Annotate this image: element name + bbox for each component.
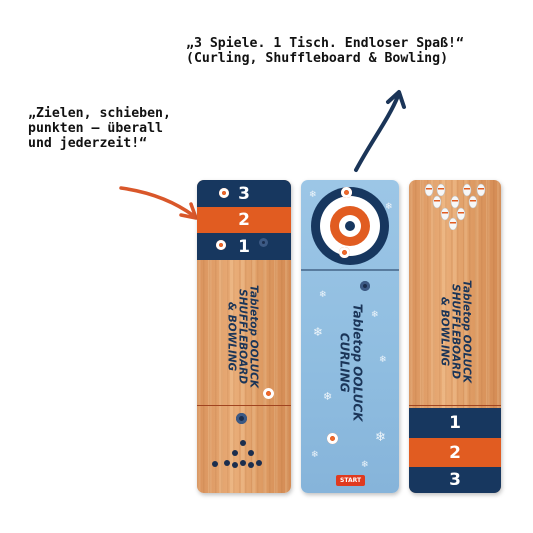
- score-band-1: 1: [197, 233, 291, 260]
- board-title-vertical: Tabletop OOLUCK SHUFFLEBOARD & BOWLING: [438, 280, 473, 384]
- board-title-vertical: Tabletop OOLUCK SHUFFLEBOARD & BOWLING: [225, 285, 260, 389]
- orange-curved-arrow: [119, 186, 196, 218]
- tagline-three-games: „3 Spiele. 1 Tisch. Endloser Spaß!“ (Cur…: [186, 36, 464, 67]
- foul-line: [409, 405, 501, 406]
- navy-stone: [360, 281, 370, 291]
- tagline-aim-push-score: „Zielen, schieben, punkten – überall und…: [28, 106, 171, 152]
- curling-house-target: [301, 187, 399, 271]
- snowflake-icon: ❄: [313, 325, 324, 339]
- snowflake-icon: ❄: [311, 450, 319, 460]
- score-label-1: 1: [238, 236, 250, 257]
- navy-puck: [236, 413, 247, 424]
- snowflake-icon: ❄: [323, 390, 333, 403]
- score-band-2: 2: [409, 438, 501, 467]
- orange-puck: [216, 240, 226, 250]
- score-label-3: 3: [238, 183, 250, 204]
- navy-puck: [259, 238, 268, 247]
- foul-line: [197, 405, 291, 406]
- curling-title-vertical: Tabletop OOLUCK CURLING: [338, 303, 365, 422]
- score-band-3: 3: [197, 180, 291, 207]
- snowflake-icon: ❄: [385, 202, 393, 212]
- bowling-pin-spots: [212, 440, 262, 468]
- snowflake-icon: ❄: [375, 430, 386, 445]
- score-band-3: 3: [409, 467, 501, 493]
- snowflake-icon: ❄: [319, 290, 327, 300]
- snowflake-icon: ❄: [309, 190, 317, 200]
- snowflake-icon: ❄: [361, 460, 369, 470]
- shuffleboard-bowling-board-left: 3 2 1 Tabletop OOLUCK SHUFFLEBOARD & BOW…: [197, 180, 291, 493]
- orange-stone: [341, 187, 352, 198]
- curling-board-middle: Tabletop OOLUCK CURLING ❄ ❄ ❄ ❄ ❄ ❄ ❄ ❄ …: [301, 180, 399, 493]
- start-label: START: [336, 475, 366, 486]
- orange-stone: [339, 247, 350, 258]
- orange-stone: [327, 433, 338, 444]
- shuffleboard-bowling-board-right: Tabletop OOLUCK SHUFFLEBOARD & BOWLING 1…: [409, 180, 501, 493]
- snowflake-icon: ❄: [371, 310, 379, 320]
- snowflake-icon: ❄: [379, 355, 387, 365]
- bowling-pins-group: [424, 183, 486, 230]
- score-label-2: 2: [449, 442, 461, 463]
- score-label-3: 3: [449, 470, 461, 490]
- orange-puck: [263, 388, 274, 399]
- score-band-1: 1: [409, 408, 501, 438]
- orange-arrow-head: [179, 202, 198, 220]
- score-label-2: 2: [238, 210, 250, 230]
- navy-curved-arrow: [354, 94, 400, 172]
- orange-puck: [219, 188, 229, 198]
- score-band-2: 2: [197, 207, 291, 233]
- score-label-1: 1: [449, 413, 461, 433]
- navy-arrow-head: [386, 90, 406, 109]
